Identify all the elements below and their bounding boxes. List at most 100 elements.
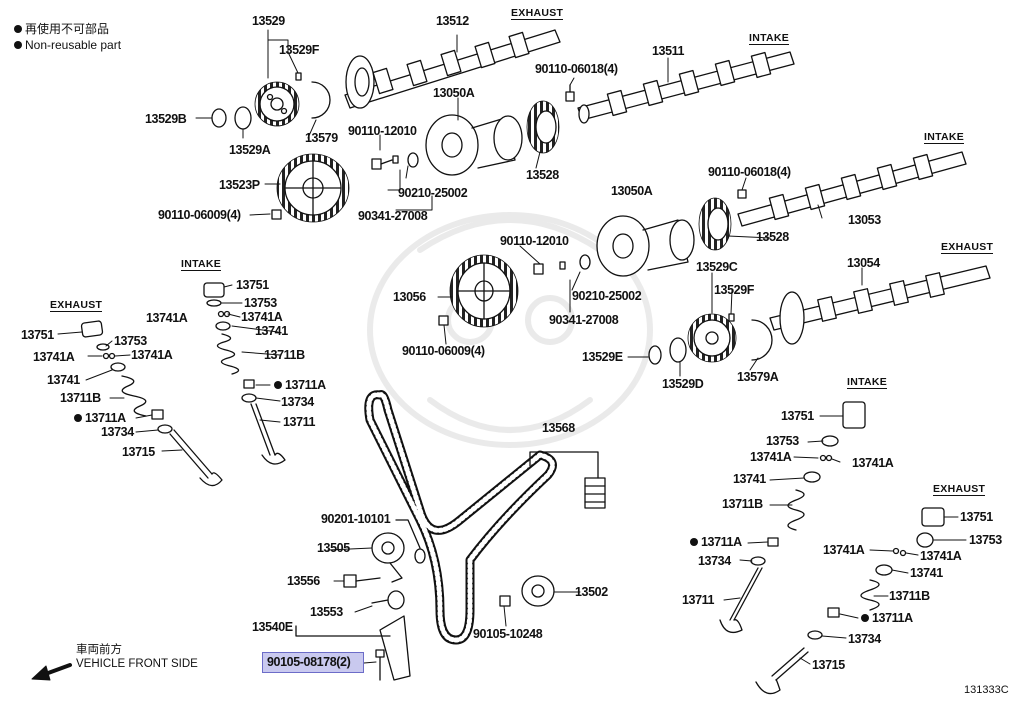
pin-13529f-upper[interactable] (295, 72, 302, 81)
part-label[interactable]: 13529F (279, 43, 319, 57)
washer-90210-25002-mid[interactable] (579, 254, 591, 270)
bolt-90105-08178[interactable] (375, 649, 385, 681)
part-label[interactable]: 13741A (241, 310, 283, 324)
part-label[interactable]: 13056 (393, 290, 426, 304)
part-label[interactable]: 90110-12010 (348, 124, 417, 138)
part-label-non-reusable[interactable]: 13711A (690, 535, 742, 549)
part-label[interactable]: 90110-06009(4) (402, 344, 485, 358)
part-label[interactable]: 13529D (662, 377, 704, 391)
part-label[interactable]: 13053 (848, 213, 881, 227)
timing-pulley-13523p[interactable] (276, 153, 350, 223)
intake-camshaft-upper[interactable] (577, 51, 795, 124)
washer-13529a[interactable] (234, 106, 252, 130)
vvt-gear-13050a-right[interactable] (596, 215, 695, 277)
part-label[interactable]: 13715 (122, 445, 155, 459)
part-label[interactable]: 90210-25002 (572, 289, 642, 303)
part-label[interactable]: 13553 (310, 605, 343, 619)
part-label[interactable]: 13529F (714, 283, 754, 297)
ring-13579a[interactable] (751, 319, 773, 361)
part-label[interactable]: 90201-10101 (321, 512, 391, 526)
part-label[interactable]: 13528 (756, 230, 789, 244)
part-label[interactable]: 13741A (33, 350, 75, 364)
bolt-13556[interactable] (343, 574, 381, 588)
part-label[interactable]: 13512 (436, 14, 469, 28)
part-label[interactable]: 13529 (252, 14, 285, 28)
part-label[interactable]: 90105-10248 (473, 627, 543, 641)
part-label[interactable]: 13751 (960, 510, 993, 524)
part-label[interactable]: 90110-12010 (500, 234, 569, 248)
sprocket-13529-upper[interactable] (254, 81, 300, 127)
part-label[interactable]: 13741A (920, 549, 962, 563)
tensioner-13540e[interactable] (371, 590, 411, 681)
part-label[interactable]: 13502 (575, 585, 608, 599)
gear-13528-upper[interactable] (526, 100, 560, 154)
part-label[interactable]: 13751 (21, 328, 54, 342)
part-label[interactable]: 13529C (696, 260, 738, 274)
gear-13528-right[interactable] (698, 197, 732, 251)
washer-13529b[interactable] (211, 108, 227, 128)
part-label[interactable]: 90110-06018(4) (535, 62, 618, 76)
part-label[interactable]: 13711 (283, 415, 316, 429)
part-label[interactable]: 13734 (698, 554, 731, 568)
exhaust-valve-assembly-left[interactable] (80, 320, 223, 487)
part-label-non-reusable[interactable]: 13711A (74, 411, 126, 425)
part-label[interactable]: 13711B (264, 348, 305, 362)
part-label[interactable]: 13505 (317, 541, 350, 555)
timing-pulley-13056[interactable] (449, 254, 519, 328)
part-label[interactable]: 13753 (244, 296, 277, 310)
washer-90210-25002-upper[interactable] (407, 152, 419, 168)
part-label[interactable]: 13741 (733, 472, 766, 486)
part-label[interactable]: 13050A (433, 86, 475, 100)
part-label[interactable]: 13511 (652, 44, 685, 58)
part-label[interactable]: 90341-27008 (358, 209, 428, 223)
part-label[interactable]: 13734 (848, 632, 881, 646)
bolt-90110-06018-upper[interactable] (565, 84, 575, 102)
pin-90341-27008-upper[interactable] (392, 155, 399, 164)
bolt-90110-06018-right[interactable] (737, 189, 747, 199)
part-label[interactable]: 13753 (114, 334, 147, 348)
highlighted-part-label[interactable]: 90105-08178(2) (267, 655, 351, 669)
part-label[interactable]: 13556 (287, 574, 320, 588)
part-label[interactable]: 13528 (526, 168, 559, 182)
part-label[interactable]: 13734 (101, 425, 134, 439)
part-label[interactable]: 13741 (255, 324, 288, 338)
exhaust-camshaft-upper[interactable] (344, 29, 561, 109)
part-label[interactable]: 13741 (47, 373, 80, 387)
part-label[interactable]: 13579 (305, 131, 338, 145)
idler-pulley-13502[interactable] (521, 575, 555, 607)
part-label-non-reusable[interactable]: 13711A (274, 378, 326, 392)
idler-pulley-13505[interactable] (371, 532, 405, 583)
part-label[interactable]: 13741A (823, 543, 865, 557)
part-label[interactable]: 13741 (910, 566, 943, 580)
part-label[interactable]: 13753 (766, 434, 799, 448)
part-label[interactable]: 13054 (847, 256, 880, 270)
part-label[interactable]: 90210-25002 (398, 186, 468, 200)
part-label[interactable]: 13711B (722, 497, 763, 511)
part-label[interactable]: 13050A (611, 184, 653, 198)
part-label[interactable]: 13741A (750, 450, 792, 464)
part-label[interactable]: 90110-06018(4) (708, 165, 791, 179)
part-label[interactable]: 13529E (582, 350, 623, 364)
part-label[interactable]: 13529A (229, 143, 271, 157)
bolt-90110-06009-upper[interactable] (271, 209, 282, 220)
part-label[interactable]: 13753 (969, 533, 1002, 547)
part-label[interactable]: 13540E (252, 620, 293, 634)
washer-90201-10101[interactable] (414, 548, 426, 564)
part-label[interactable]: 90110-06009(4) (158, 208, 241, 222)
bolt-90110-06009-mid[interactable] (438, 315, 449, 326)
bolt-90110-12010-upper[interactable] (371, 158, 393, 170)
part-label-non-reusable[interactable]: 13711A (861, 611, 913, 625)
part-label[interactable]: 13741A (852, 456, 894, 470)
washer-13529e[interactable] (648, 345, 662, 365)
part-label[interactable]: 13751 (236, 278, 269, 292)
part-label[interactable]: 13711B (60, 391, 101, 405)
part-label[interactable]: 13529B (145, 112, 187, 126)
ring-13579[interactable] (311, 81, 331, 119)
part-label[interactable]: 13741A (146, 311, 188, 325)
pin-90341-27008-mid[interactable] (559, 261, 566, 270)
part-label[interactable]: 13715 (812, 658, 845, 672)
washer-13529d[interactable] (669, 337, 687, 363)
part-label[interactable]: 13751 (781, 409, 814, 423)
part-label[interactable]: 13741A (131, 348, 173, 362)
vvt-gear-13050a-upper[interactable] (425, 114, 523, 176)
